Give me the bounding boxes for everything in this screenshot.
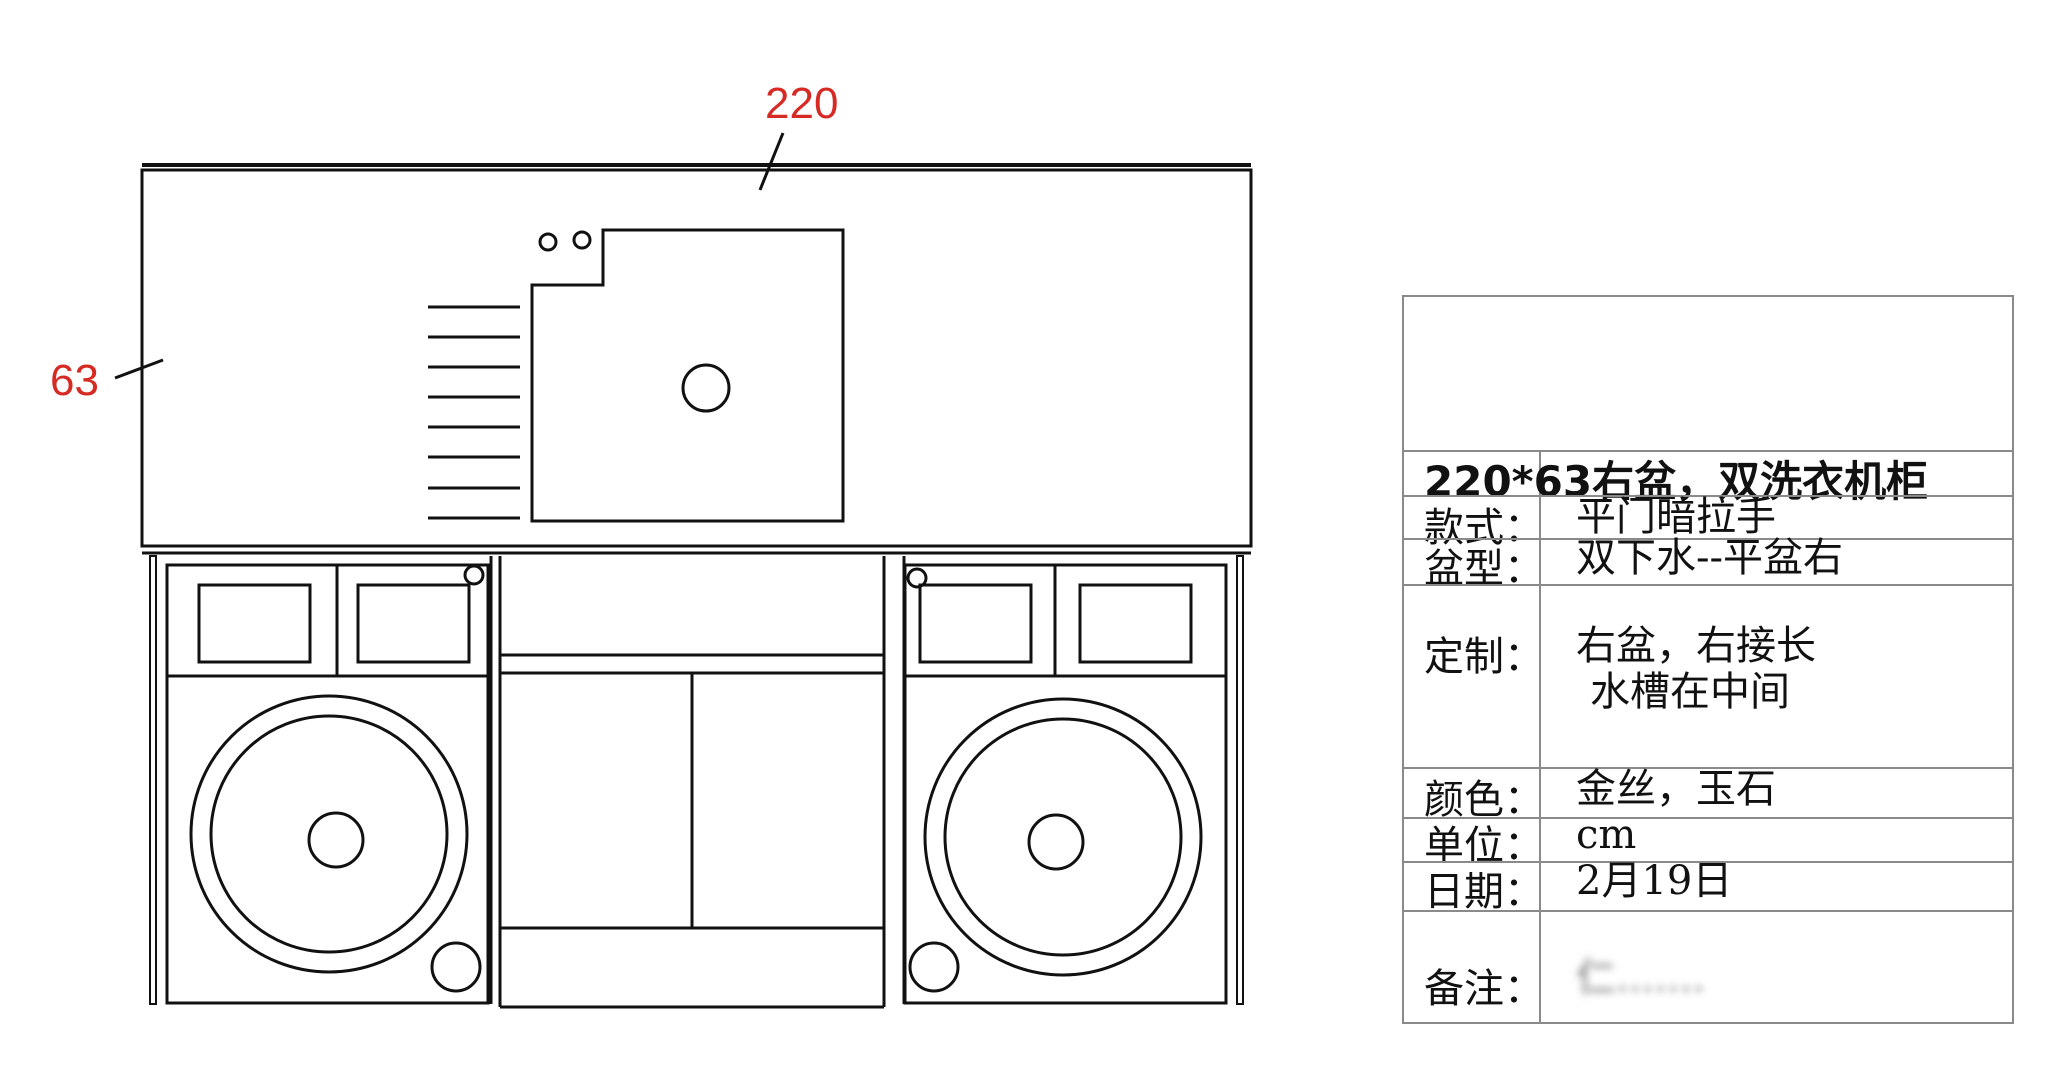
sink-drain xyxy=(681,363,731,413)
depth-dimension-label: 63 xyxy=(50,356,99,405)
countertop xyxy=(140,163,1253,555)
spec-row-sink: 盆型： 双下水--平盆右 xyxy=(1404,535,2012,592)
spec-table: 220*63右盆，双洗衣机柜 款式： 平门暗拉手 盆型： 双下水--平盆右 定制… xyxy=(1402,295,2014,1024)
date-value: 2月19日 xyxy=(1576,858,1733,904)
date-label: 日期： xyxy=(1424,869,1544,915)
washing-machine-right xyxy=(903,563,1228,1005)
washing-machine-left xyxy=(165,563,490,1005)
cabinet-post-right xyxy=(1236,555,1244,1005)
spec-row-unit: 单位： cm xyxy=(1404,813,2012,869)
sink-value: 双下水--平盆右 xyxy=(1576,535,1844,581)
faucet-hole xyxy=(538,232,558,252)
color-value: 金丝，玉石 xyxy=(1576,766,1776,812)
custom-label: 定制： xyxy=(1424,634,1544,680)
width-dimension-label: 220 xyxy=(765,79,838,128)
table-divider xyxy=(1539,452,1541,1022)
spec-row-color: 颜色： 金丝，玉石 xyxy=(1404,766,2012,823)
blank-header xyxy=(1499,332,1919,412)
spec-title-row: 220*63右盆，双洗衣机柜 xyxy=(1404,450,2012,506)
width-leader xyxy=(758,132,785,191)
notes-value: 仁....... xyxy=(1576,955,1706,1001)
spec-title: 220*63右盆，双洗衣机柜 xyxy=(1424,457,1929,506)
notes-label: 备注： xyxy=(1424,966,1544,1012)
custom-value-line2: 水槽在中间 xyxy=(1590,669,1790,715)
sink-basin xyxy=(530,228,845,523)
drainboard-grooves xyxy=(428,305,520,520)
style-value: 平门暗拉手 xyxy=(1576,494,1776,540)
faucet-hole xyxy=(572,230,592,250)
spec-row-custom: 定制： 右盆，右接长 水槽在中间 xyxy=(1404,584,2012,767)
custom-value: 右盆，右接长 xyxy=(1576,623,1816,669)
cabinet-post-left xyxy=(149,555,157,1005)
spec-row-style: 款式： 平门暗拉手 xyxy=(1404,494,2012,551)
color-label: 颜色： xyxy=(1424,777,1544,823)
middle-cabinet xyxy=(498,556,886,1009)
style-label: 款式： xyxy=(1424,505,1544,551)
depth-leader xyxy=(114,358,164,380)
unit-value: cm xyxy=(1576,812,1637,858)
spec-row-date: 日期： 2月19日 xyxy=(1404,858,2012,915)
spec-row-notes: 备注： 仁....... xyxy=(1404,910,2012,1024)
